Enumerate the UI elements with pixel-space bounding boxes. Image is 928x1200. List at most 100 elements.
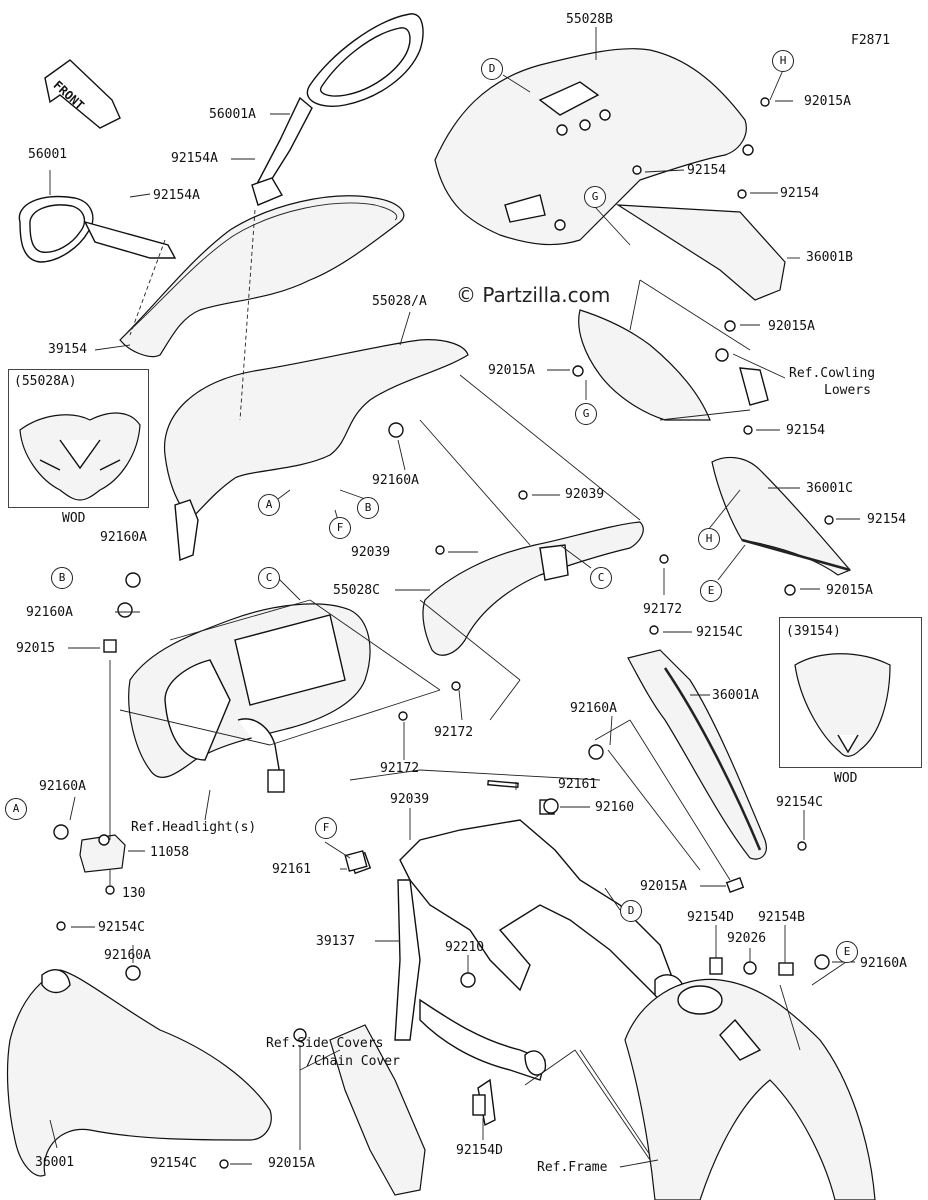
ref-label: Ref.Frame	[537, 1160, 608, 1175]
part-label: 36001B	[806, 250, 853, 265]
part-label: 92160A	[860, 956, 907, 971]
part-label: 92154A	[153, 188, 200, 203]
callout-marker: A	[5, 798, 27, 820]
ref-label: Ref.Side Covers	[266, 1036, 384, 1051]
callout-marker: H	[772, 50, 794, 72]
part-label: 92015A	[826, 583, 873, 598]
upper-cowl-drawing	[163, 339, 469, 561]
part-label: 92172	[643, 602, 683, 617]
figure-code: F2871	[851, 33, 891, 48]
lower-cowl-36001-drawing	[6, 969, 272, 1177]
ref-label: Ref.Headlight(s)	[131, 820, 257, 835]
part-label: 55028/A	[372, 294, 427, 309]
part-label: 92015A	[268, 1156, 315, 1171]
callout-marker: D	[481, 58, 503, 80]
inset-39154-drawing	[794, 653, 891, 757]
part-label: 56001A	[209, 107, 256, 122]
leader-lines	[49, 27, 860, 1168]
part-label: 92154A	[171, 151, 218, 166]
part-label: 92154D	[687, 910, 734, 925]
part-label: 92015A	[640, 879, 687, 894]
inset-box-39154-note: WOD	[834, 771, 858, 786]
bracket-55028c-drawing	[422, 521, 644, 656]
callout-marker: G	[575, 403, 597, 425]
part-label: 36001	[35, 1155, 75, 1170]
inner-panel-g-drawing	[578, 309, 769, 421]
inset-box-55028a-note: WOD	[62, 511, 86, 526]
callout-marker: B	[357, 497, 379, 519]
part-label: 92154B	[758, 910, 805, 925]
panel-36001b-drawing	[615, 204, 786, 301]
windscreen-drawing	[119, 195, 405, 358]
part-label: 36001C	[806, 481, 853, 496]
part-label: 92015A	[488, 363, 535, 378]
inset-box-55028a-title: (55028A)	[14, 374, 77, 389]
part-label: 36001A	[712, 688, 759, 703]
callout-marker: B	[51, 567, 73, 589]
part-label: 92160A	[570, 701, 617, 716]
part-label: 92039	[351, 545, 391, 560]
side-cover-bracket-drawing	[329, 1024, 426, 1196]
part-label: 92210	[445, 940, 485, 955]
part-label: 55028B	[566, 12, 613, 27]
part-label: 130	[122, 886, 146, 901]
part-label: 92160	[595, 800, 635, 815]
small-parts-drawing	[53, 97, 834, 1169]
headlight-drawing	[128, 603, 371, 793]
part-label: 92015A	[768, 319, 815, 334]
part-label: 55028C	[333, 583, 380, 598]
callout-marker: A	[258, 494, 280, 516]
ref-label: Ref.Cowling	[789, 366, 876, 381]
part-label: 92160A	[104, 948, 151, 963]
callout-marker: F	[329, 517, 351, 539]
part-label: 92154C	[150, 1156, 197, 1171]
part-label: 92154	[780, 186, 820, 201]
part-label: 92026	[727, 931, 767, 946]
callout-marker: E	[836, 941, 858, 963]
inset-55028a-drawing	[19, 412, 141, 501]
panel-36001a-drawing	[627, 649, 767, 860]
part-label: 92154C	[776, 795, 823, 810]
callout-marker: D	[620, 900, 642, 922]
part-label: 92154C	[98, 920, 145, 935]
callout-marker: F	[315, 817, 337, 839]
part-label: 92154	[687, 163, 727, 178]
part-label: 11058	[150, 845, 190, 860]
watermark: © Partzilla.com	[456, 283, 611, 307]
inner-cowl-drawing	[434, 48, 754, 246]
part-label: 92015	[16, 641, 56, 656]
callout-marker: C	[258, 567, 280, 589]
part-label: 92160A	[26, 605, 73, 620]
part-label: 92160A	[39, 779, 86, 794]
part-label: 92039	[390, 792, 430, 807]
frame-drawing	[624, 978, 876, 1200]
inset-box-39154	[779, 617, 922, 768]
mirror-right-drawing	[251, 13, 424, 206]
assembly-lines	[119, 209, 801, 1161]
part-label: 92160A	[372, 473, 419, 488]
stay-39137-drawing	[348, 799, 685, 1127]
part-label: 92154	[867, 512, 907, 527]
callout-marker: G	[584, 186, 606, 208]
part-label: 92154D	[456, 1143, 503, 1158]
part-label: 92172	[434, 725, 474, 740]
panel-36001c-drawing	[711, 456, 851, 576]
front-arrow-icon	[44, 59, 121, 129]
ref-label: Lowers	[824, 383, 871, 398]
inset-box-55028a	[8, 369, 149, 508]
mirror-left-drawing	[18, 195, 177, 263]
part-label: 92039	[565, 487, 605, 502]
inset-box-39154-title: (39154)	[786, 624, 841, 639]
part-label: 92015A	[804, 94, 851, 109]
part-label: 39154	[48, 342, 88, 357]
part-label: 56001	[28, 147, 68, 162]
part-label: 92154C	[696, 625, 743, 640]
part-label: 92154	[786, 423, 826, 438]
part-label: 39137	[316, 934, 356, 949]
bracket-11058-drawing	[79, 834, 126, 873]
part-label: 92161	[558, 777, 598, 792]
callout-marker: C	[590, 567, 612, 589]
callout-marker: E	[700, 580, 722, 602]
